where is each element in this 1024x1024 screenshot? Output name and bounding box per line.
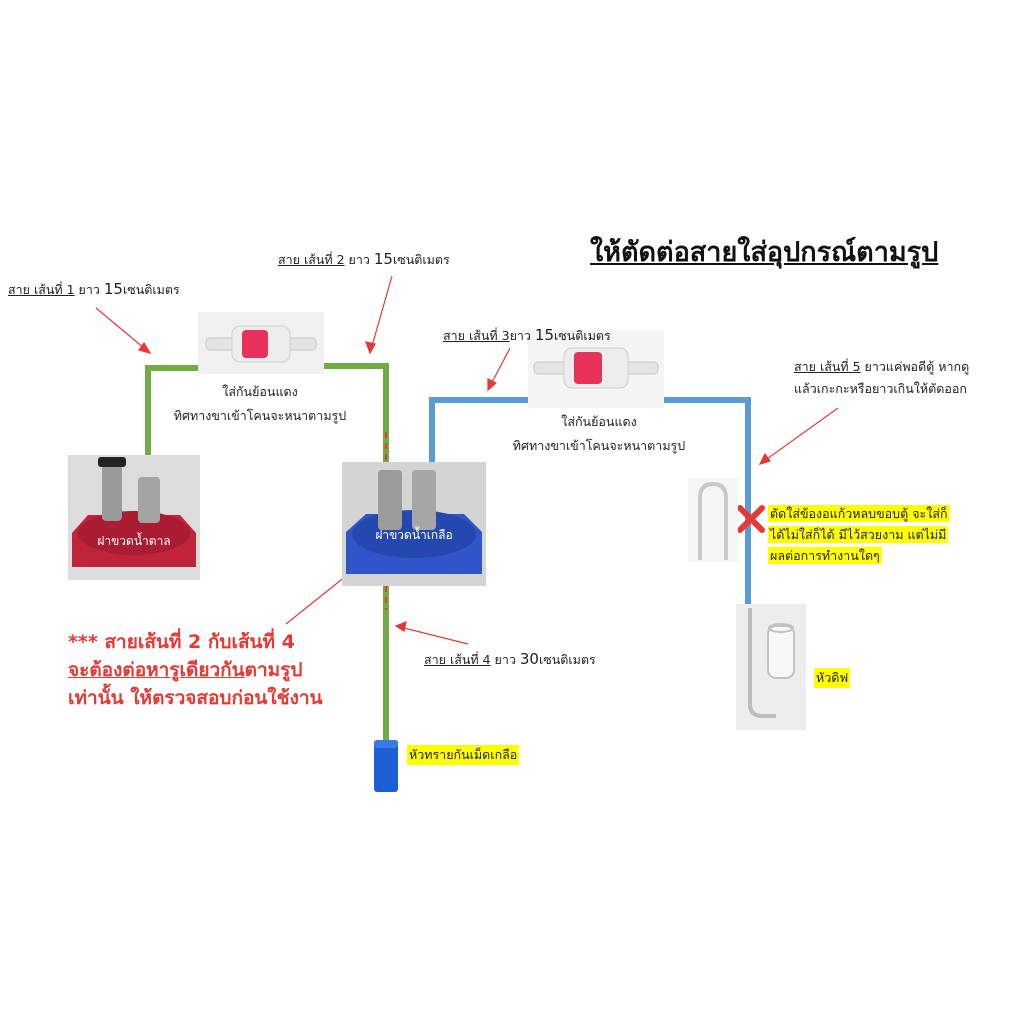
- tube-5-name: สาย เส้นที่ 5: [794, 359, 861, 374]
- valve-note-2-line1: ใส่กันย้อนแดง: [561, 414, 637, 429]
- tube-4-name: สาย เส้นที่ 4: [424, 652, 491, 667]
- tube-1-name: สาย เส้นที่ 1: [8, 282, 75, 297]
- tube-3-name: สาย เส้นที่ 3: [443, 328, 510, 343]
- tube-1-length: 15: [103, 280, 123, 298]
- check-valve-photo-1: [198, 312, 324, 374]
- tube-4-unit: เซนติเมตร: [538, 652, 596, 667]
- valve-note-1: ใส่กันย้อนแดง ทิศทางขาเข้าโคนจะหนาตามรูป: [160, 383, 360, 425]
- u-bend-note-line2: ได้ไม่ใส่ก็ได้ มีไว้สวยงาม แต่ไม่มี: [768, 526, 949, 543]
- tube-4-length-word: ยาว: [490, 652, 520, 667]
- arrow-tube-1: [95, 307, 151, 354]
- check-valve-icon: [533, 347, 659, 389]
- u-bend-note-line3: ผลต่อการทำงานใดๆ: [768, 547, 882, 564]
- tube-4-length: 30: [519, 650, 539, 668]
- u-bend-note-line1: ตัดใส่ข้องอแก้วหลบขอบตู้ จะใส่ก็: [768, 505, 950, 522]
- tube-5-note-line2: แล้วเกะกะหรือยาวเกินให้ตัดออก: [794, 381, 967, 396]
- same-hole-warning: *** สายเส้นที่ 2 กับเส้นที่ 4 จะต้องต่อห…: [68, 628, 323, 712]
- tube-2-length: 15: [373, 250, 393, 268]
- check-valve-photo-2: [528, 330, 664, 408]
- glass-u-bend-photo: [688, 478, 738, 562]
- tube-4-label: สาย เส้นที่ 4 ยาว 30เซนติเมตร: [424, 650, 596, 669]
- tube-3-length-word: ยาว: [509, 328, 535, 343]
- diffuser-photo: [736, 604, 806, 730]
- red-x-icon: [737, 505, 765, 533]
- warning-line3: เท่านั้น ให้ตรวจสอบก่อนใช้งาน: [68, 687, 323, 709]
- red-cap-icon: [72, 457, 196, 567]
- arrow-tube-5: [759, 407, 839, 465]
- blue-bottle-cap-photo: [342, 462, 486, 586]
- air-stone-label: หัวทรายกันเม็ดเกลือ: [407, 745, 520, 765]
- tube-2-name: สาย เส้นที่ 2: [278, 252, 345, 267]
- check-valve-icon: [205, 325, 317, 363]
- valve-note-2-line2: ทิศทางขาเข้าโคนจะหนาตามรูป: [512, 438, 686, 453]
- diffuser-icon: [748, 608, 795, 718]
- tube-3-blue: [429, 397, 530, 470]
- tube-5-blue: [664, 397, 751, 610]
- warning-stars: ***: [68, 631, 105, 653]
- page-title: ให้ตัดต่อสายใส่อุปกรณ์ตามรูป: [590, 237, 939, 268]
- red-cap-label: ฝาขวดน้ำตาล: [97, 534, 171, 548]
- tube-3-unit: เซนติเมตร: [554, 328, 611, 343]
- warning-line2-rest: ตามรูป: [244, 659, 303, 681]
- tube-5-note-line1: ยาวแค่พอดีตู้ หากดู: [860, 359, 970, 374]
- tube-3-label: สาย เส้นที่ 3ยาว 15เซนติเมตร: [443, 326, 611, 345]
- arrow-tube-2: [369, 275, 393, 354]
- warning-line1: สายเส้นที่ 2 กับเส้นที่ 4: [104, 631, 295, 653]
- diffuser-label: หัวดิฟ: [814, 668, 851, 688]
- tube-1-unit: เซนติเมตร: [122, 282, 180, 297]
- tube-2-unit: เซนติเมตร: [392, 252, 450, 267]
- air-stone-icon: [374, 730, 398, 792]
- tube-3-length: 15: [534, 326, 554, 344]
- tube-2-label: สาย เส้นที่ 2 ยาว 15เซนติเมตร: [278, 250, 450, 269]
- valve-note-1-line1: ใส่กันย้อนแดง: [222, 384, 298, 399]
- red-bottle-cap-photo: [68, 455, 200, 580]
- u-bend-icon: [698, 481, 728, 560]
- air-stone-photo: [368, 730, 404, 794]
- blue-cap-icon: [346, 470, 482, 574]
- valve-note-1-line2: ทิศทางขาเข้าโคนจะหนาตามรูป: [173, 408, 347, 423]
- tube-1-length-word: ยาว: [74, 282, 104, 297]
- tube-1-label: สาย เส้นที่ 1 ยาว 15เซนติเมตร: [8, 280, 180, 299]
- arrow-tube-4: [395, 625, 469, 645]
- tube-2-length-word: ยาว: [344, 252, 374, 267]
- valve-note-2: ใส่กันย้อนแดง ทิศทางขาเข้าโคนจะหนาตามรูป: [494, 413, 704, 455]
- blue-cap-label: ฝาขวดน้ำเกลือ: [375, 528, 453, 542]
- u-bend-note: ตัดใส่ข้องอแก้วหลบขอบตู้ จะใส่ก็ ได้ไม่ใ…: [768, 505, 950, 565]
- tube-1-green: [145, 365, 208, 472]
- warning-line2-underlined: จะต้องต่อหารูเดียวกัน: [68, 659, 245, 681]
- tube-5-label: สาย เส้นที่ 5 ยาวแค่พอดีตู้ หากดู แล้วเก…: [794, 358, 969, 398]
